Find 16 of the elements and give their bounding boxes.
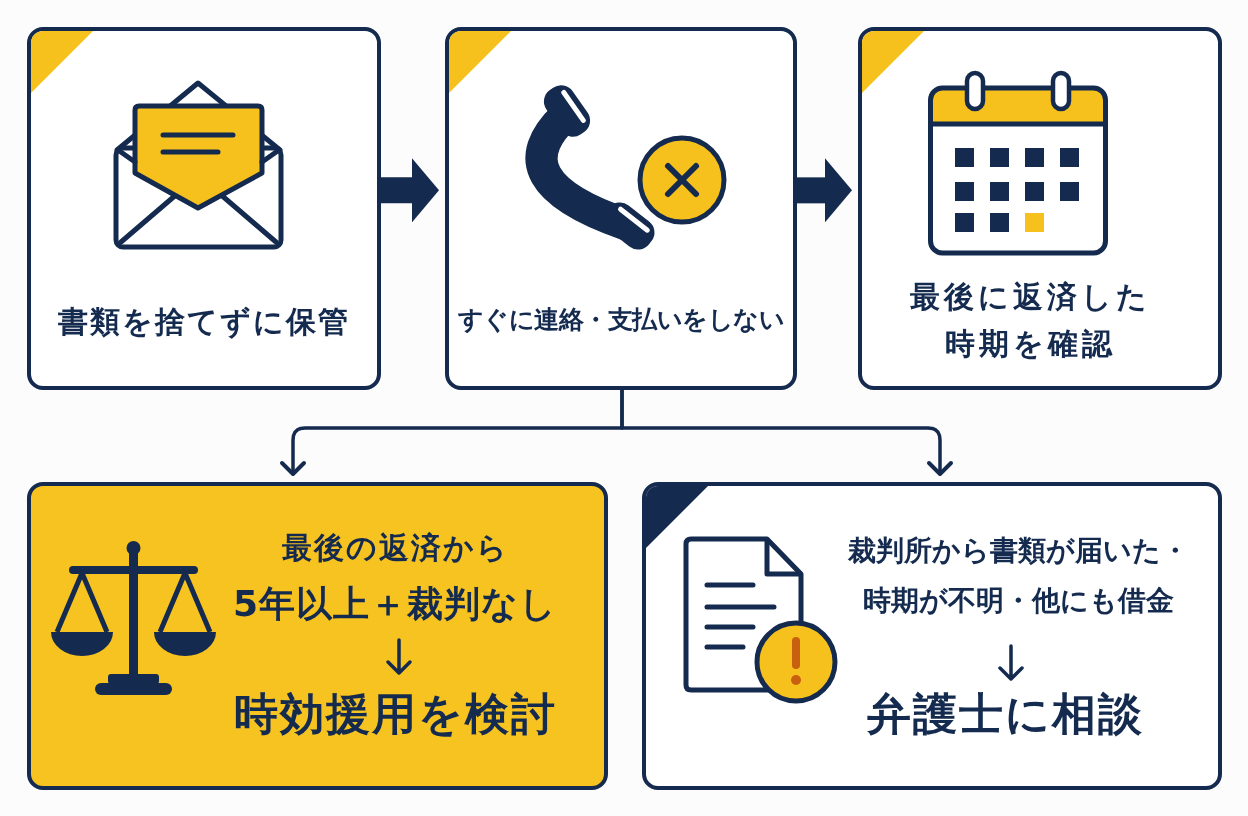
condition-text: 最後の返済から [280, 529, 510, 567]
step-label: 最後に返済した時期を確認 [908, 278, 1152, 363]
arrow [620, 390, 953, 476]
action-text: 弁護士に相談 [865, 687, 1145, 741]
block-arrow [379, 158, 439, 223]
action-text: 時効援用を検討 [232, 687, 558, 741]
step-box [445, 27, 797, 390]
condition-text: 裁判所から書類が届いた・時期が不明・他にも借金 [847, 533, 1190, 619]
step-label: 書類を捨てずに保管 [57, 303, 351, 341]
block-arrow [795, 158, 852, 223]
step-label: すぐに連絡・支払いをしない [456, 304, 786, 336]
condition-text: 5年以上＋裁判なし [231, 582, 559, 626]
step-box [27, 27, 381, 390]
outcome-box [642, 482, 1222, 790]
step-box [858, 27, 1222, 390]
outcome-box [27, 482, 608, 790]
